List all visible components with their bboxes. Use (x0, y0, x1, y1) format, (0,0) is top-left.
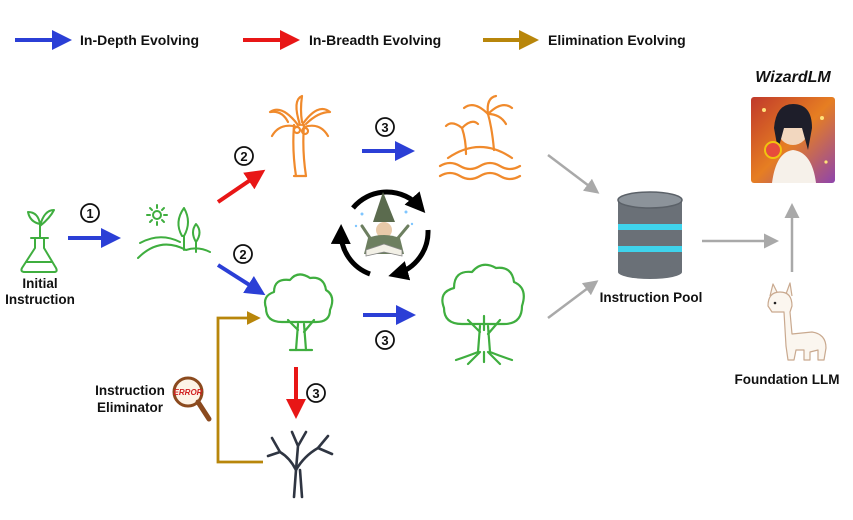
elimination-bracket (216, 311, 263, 464)
arrow-island-to-pool (547, 154, 600, 194)
wizardlm-portrait-icon (751, 97, 835, 183)
leafy-tree-icon (263, 273, 334, 352)
palm-tree-icon (268, 94, 332, 178)
arrow-in-depth-2-lower (216, 263, 266, 296)
svg-text:3: 3 (381, 120, 388, 135)
step-3-red-badge: 3 (306, 383, 326, 403)
legend-in-depth-label: In-Depth Evolving (80, 32, 199, 48)
svg-text:3: 3 (312, 386, 319, 401)
error-badge-text: ERROR (174, 388, 203, 397)
cycle-arrows-icon (330, 189, 431, 281)
database-icon (617, 191, 683, 279)
step-2-lower-badge: 2 (233, 244, 253, 264)
step-1-badge: 1 (80, 203, 100, 223)
arrow-in-breadth-2 (216, 169, 266, 204)
svg-text:2: 2 (239, 247, 246, 262)
eliminator-label-2: Eliminator (97, 400, 164, 415)
flask-sprout-icon (20, 209, 58, 273)
legend: In-Depth Evolving In-Breadth Evolving El… (15, 30, 686, 50)
initial-instruction-label-2: Instruction (5, 292, 75, 307)
step-2-upper-badge: 2 (234, 146, 254, 166)
step-3-lower-badge: 3 (375, 330, 395, 350)
svg-text:3: 3 (381, 333, 388, 348)
step-3-upper-badge: 3 (375, 117, 395, 137)
svg-text:1: 1 (86, 206, 93, 221)
initial-instruction-label-1: Initial (22, 276, 57, 291)
palm-island-icon (438, 94, 522, 181)
wizardlm-title: WizardLM (755, 69, 831, 86)
eliminator-label-1: Instruction (95, 383, 165, 398)
dead-tree-icon (266, 430, 334, 499)
foundation-llm-label: Foundation LLM (735, 372, 840, 387)
llama-icon (767, 282, 827, 361)
wizard-icon (354, 192, 414, 257)
magnifier-icon: ERROR (172, 376, 212, 422)
legend-in-breadth-label: In-Breadth Evolving (309, 32, 441, 48)
svg-text:2: 2 (240, 149, 247, 164)
legend-elimination-label: Elimination Evolving (548, 32, 686, 48)
rooted-tree-icon (441, 263, 525, 366)
seedling-landscape-icon (137, 204, 211, 259)
arrow-tree-to-pool (547, 280, 599, 319)
instruction-pool-label: Instruction Pool (600, 290, 703, 305)
